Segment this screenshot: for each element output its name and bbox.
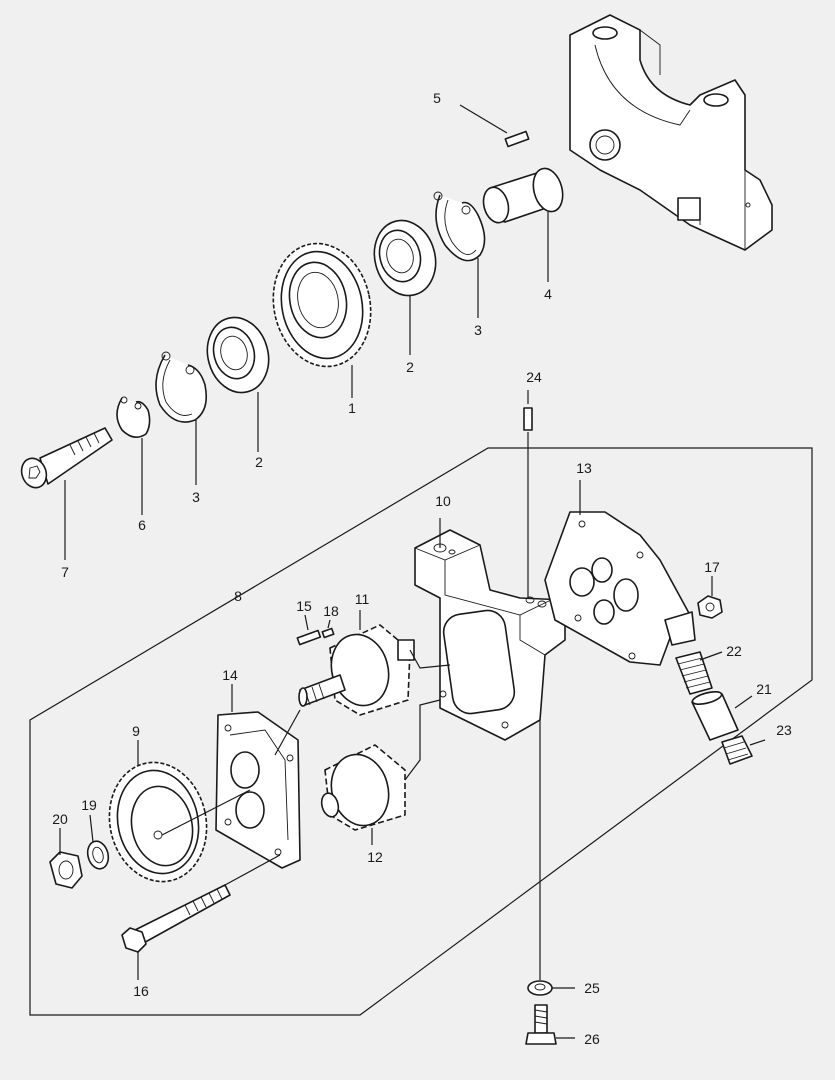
callout-21: 21 (756, 681, 772, 697)
pump-cover (544, 511, 696, 666)
callout-22: 22 (726, 643, 742, 659)
callout-5: 5 (433, 90, 441, 106)
circlip (433, 191, 486, 262)
callout-16: 16 (133, 983, 149, 999)
callout-24: 24 (526, 369, 542, 385)
callout-20: 20 (52, 811, 68, 827)
pump-gear-drive (298, 624, 415, 716)
callout-11: 11 (355, 591, 370, 607)
callout-15: 15 (296, 598, 312, 614)
callout-6: 6 (138, 517, 146, 533)
callout-25: 25 (584, 980, 600, 996)
callout-26: 26 (584, 1031, 600, 1047)
hex-nut (49, 851, 83, 889)
callout-4: 4 (544, 286, 552, 302)
pump-plate (215, 711, 301, 869)
pump-drive-gear (108, 761, 208, 883)
hex-nut (697, 595, 723, 619)
pump-gear-driven (320, 744, 406, 831)
callout-7: 7 (61, 564, 69, 580)
bushing (482, 167, 564, 224)
callout-2: 2 (255, 454, 263, 470)
callout-3: 3 (192, 489, 200, 505)
callout-17: 17 (704, 559, 720, 575)
callout-18: 18 (323, 603, 339, 619)
dowel-pin (523, 407, 533, 431)
lock-washer (527, 980, 553, 996)
bearing-bracket (569, 14, 773, 251)
callout-12: 12 (367, 849, 383, 865)
lock-washer (86, 840, 110, 870)
callout-13: 13 (576, 460, 592, 476)
hex-bolt (525, 1004, 557, 1045)
relief-valve-piston (691, 691, 739, 741)
relief-valve-plug (721, 735, 753, 765)
circlip (155, 351, 208, 423)
key-pin (296, 629, 322, 646)
callout-3: 3 (474, 322, 482, 338)
pump-assembly-outline (29, 447, 813, 1016)
callout-10: 10 (435, 493, 451, 509)
callout-19: 19 (81, 797, 97, 813)
callout-9: 9 (132, 723, 140, 739)
ball-bearing (373, 219, 437, 297)
socket-cap-screw (20, 427, 113, 489)
circlip (116, 396, 151, 438)
callout-14: 14 (222, 667, 238, 683)
dowel-pin (504, 130, 530, 148)
hex-bolt (121, 884, 231, 953)
drive-gear (272, 242, 372, 368)
callout-2: 2 (406, 359, 414, 375)
callout-23: 23 (776, 722, 792, 738)
pump-body (414, 529, 566, 741)
ball-bearing (206, 316, 270, 394)
woodruff-key (321, 627, 335, 639)
relief-spring (675, 651, 713, 695)
callout-1: 1 (348, 400, 356, 416)
callout-8: 8 (234, 588, 242, 604)
